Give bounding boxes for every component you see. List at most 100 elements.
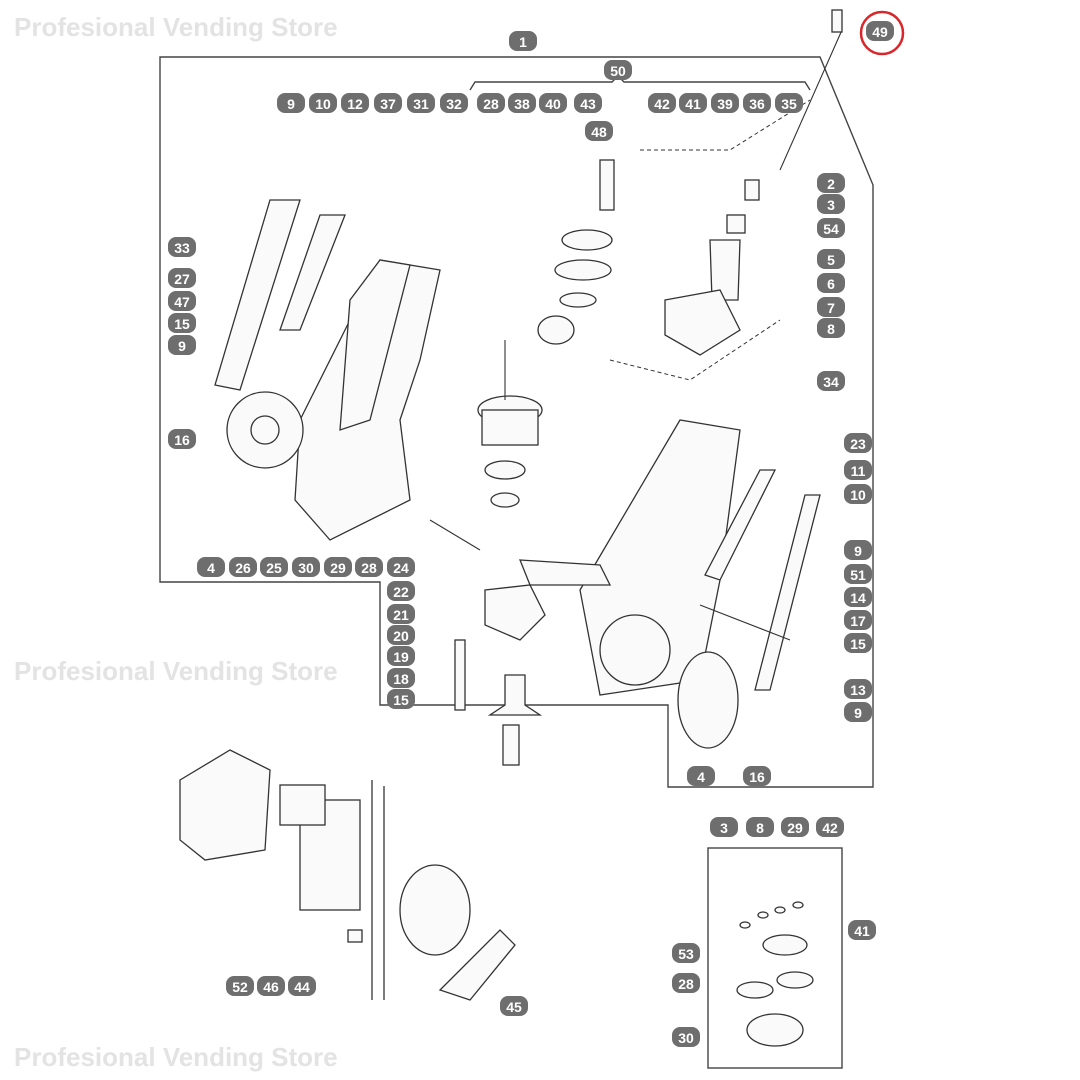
callout-badge — [585, 121, 613, 141]
callout-badge — [387, 557, 415, 577]
callout-number: 16 — [174, 432, 190, 448]
callout-label-21: 21 — [387, 604, 415, 624]
brewer-center — [454, 159, 615, 766]
callout-label-15: 15 — [168, 313, 196, 333]
callout-number: 1 — [519, 34, 527, 50]
callout-badge — [226, 976, 254, 996]
callout-number: 42 — [654, 96, 670, 112]
callout-number: 4 — [207, 560, 215, 576]
callout-label-53: 53 — [672, 943, 700, 963]
callout-badge — [508, 93, 536, 113]
callout-number: 41 — [685, 96, 701, 112]
callout-label-2: 2 — [817, 173, 845, 193]
callout-number: 10 — [850, 487, 866, 503]
callout-label-45: 45 — [500, 996, 528, 1016]
callout-label-29: 29 — [781, 817, 809, 837]
callout-badge — [817, 297, 845, 317]
callout-badge — [844, 633, 872, 653]
callout-number: 38 — [514, 96, 530, 112]
callout-badge — [324, 557, 352, 577]
callout-badge — [844, 540, 872, 560]
callout-label-27: 27 — [168, 268, 196, 288]
callout-number: 9 — [287, 96, 295, 112]
callout-label-7: 7 — [817, 297, 845, 317]
callout-label-15: 15 — [387, 689, 415, 709]
callout-label-32: 32 — [440, 93, 468, 113]
callout-number: 35 — [781, 96, 797, 112]
callout-label-9: 9 — [844, 702, 872, 722]
callout-label-40: 40 — [539, 93, 567, 113]
callout-badge — [387, 668, 415, 688]
callout-number: 15 — [850, 636, 866, 652]
callout-number: 17 — [850, 613, 866, 629]
callout-label-28: 28 — [672, 973, 700, 993]
callout-label-25: 25 — [260, 557, 288, 577]
callout-badge — [387, 646, 415, 666]
callout-number: 16 — [749, 769, 765, 785]
callout-number: 18 — [393, 671, 409, 687]
callout-number: 42 — [822, 820, 838, 836]
callout-label-10: 10 — [844, 484, 872, 504]
callout-badge — [168, 313, 196, 333]
callout-badge — [775, 93, 803, 113]
callout-badge — [672, 973, 700, 993]
callout-number: 15 — [393, 692, 409, 708]
callout-badge — [574, 93, 602, 113]
callout-badge — [477, 93, 505, 113]
callout-badge — [168, 429, 196, 449]
callout-number: 8 — [756, 820, 764, 836]
callout-number: 48 — [591, 124, 607, 140]
callout-badge — [604, 60, 632, 80]
callout-badge — [229, 557, 257, 577]
callout-number: 8 — [827, 321, 835, 337]
callout-label-16: 16 — [168, 429, 196, 449]
callout-label-20: 20 — [387, 625, 415, 645]
callout-label-31: 31 — [407, 93, 435, 113]
panel-outline — [371, 780, 385, 1000]
group-50-bracket — [469, 75, 811, 91]
callout-number: 39 — [717, 96, 733, 112]
callout-badge — [387, 625, 415, 645]
callout-label-12: 12 — [341, 93, 369, 113]
callout-number: 50 — [610, 63, 626, 79]
callout-badge — [648, 93, 676, 113]
callout-badge — [817, 194, 845, 214]
callout-number: 6 — [827, 276, 835, 292]
watermark-text: Profesional Vending Store — [14, 656, 338, 686]
callout-label-8: 8 — [746, 817, 774, 837]
callout-badge — [257, 976, 285, 996]
callout-label-49: 49 — [866, 21, 894, 41]
callout-label-1: 1 — [509, 31, 537, 51]
callout-badge — [292, 557, 320, 577]
callout-label-9: 9 — [277, 93, 305, 113]
callout-badge — [168, 335, 196, 355]
callout-badge — [844, 564, 872, 584]
callout-number: 51 — [850, 567, 866, 583]
callout-label-37: 37 — [374, 93, 402, 113]
callout-badge — [746, 817, 774, 837]
callout-label-41: 41 — [679, 93, 707, 113]
highlight-circle — [859, 10, 905, 56]
callout-badge — [539, 93, 567, 113]
callout-number: 23 — [850, 436, 866, 452]
callout-number: 29 — [787, 820, 803, 836]
callout-label-9: 9 — [168, 335, 196, 355]
callout-label-18: 18 — [387, 668, 415, 688]
callout-badge — [277, 93, 305, 113]
callout-badge — [309, 93, 337, 113]
callout-badge — [866, 21, 894, 41]
callout-number: 30 — [678, 1030, 694, 1046]
callout-number: 2 — [827, 176, 835, 192]
callout-label-6: 6 — [817, 273, 845, 293]
callout-badge — [781, 817, 809, 837]
callout-number: 28 — [483, 96, 499, 112]
callout-label-19: 19 — [387, 646, 415, 666]
callout-label-42: 42 — [816, 817, 844, 837]
callout-label-35: 35 — [775, 93, 803, 113]
callout-label-4: 4 — [687, 766, 715, 786]
pump-assembly — [609, 9, 843, 381]
callout-badge — [168, 237, 196, 257]
callout-label-14: 14 — [844, 587, 872, 607]
callout-badge — [440, 93, 468, 113]
callout-label-26: 26 — [229, 557, 257, 577]
